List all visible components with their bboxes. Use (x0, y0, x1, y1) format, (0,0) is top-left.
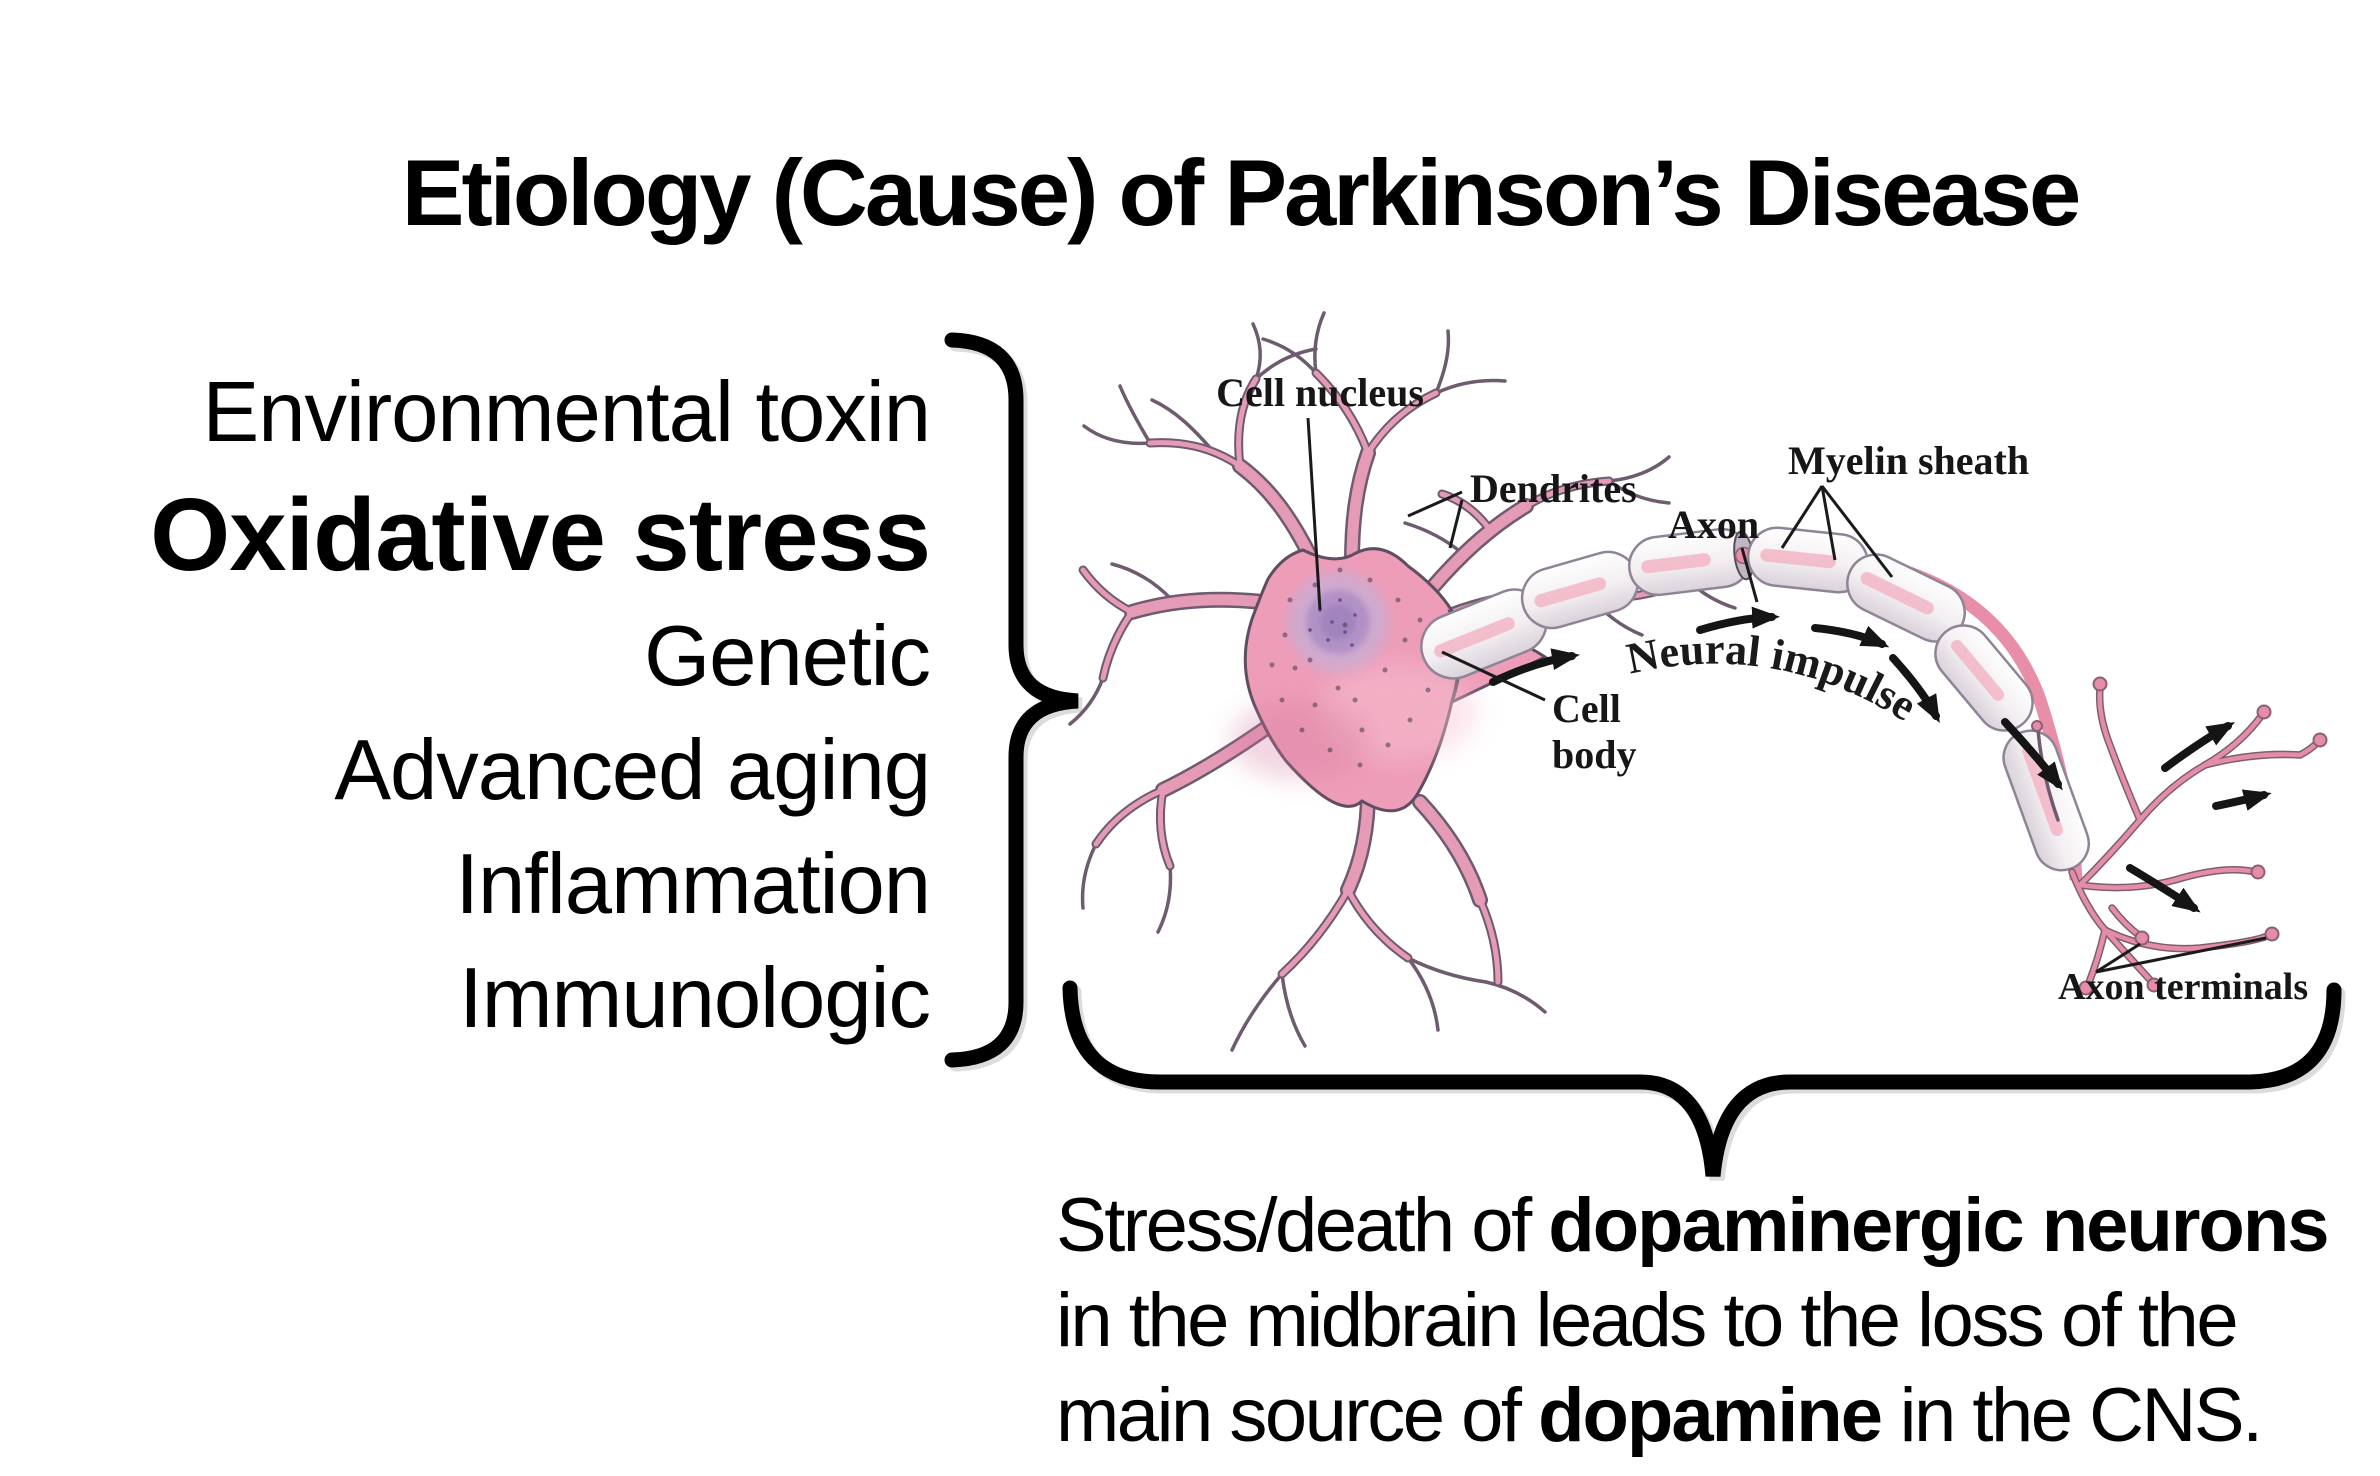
dendrites-label: Dendrites (1470, 466, 1637, 511)
caption-text: main source of (1056, 1373, 1539, 1458)
caption-text: in the midbrain leads to the loss of the (1056, 1278, 2239, 1363)
page-title: Etiology (Cause) of Parkinson’s Disease (401, 139, 2081, 245)
myelin-pointer-1 (1780, 485, 1824, 549)
cause-brace (944, 332, 1079, 1068)
axon-terminals-pointer-1 (2095, 942, 2141, 974)
impulse-arrows (1489, 606, 2272, 913)
dendrites-pointer-2 (1448, 499, 1464, 549)
myelin-sheath-label: Myelin sheath (1788, 438, 2030, 483)
terminal-bulbs (2031, 676, 2328, 996)
cause-oxidative-stress: Oxidative stress (150, 477, 931, 592)
cell-nucleus-label: Cell nucleus (1216, 370, 1424, 415)
axon-pointer (1740, 547, 1759, 603)
cell-nucleus-pointer (1306, 417, 1322, 611)
dendrites-pointer-1 (1407, 490, 1463, 518)
cause-genetic: Genetic (644, 609, 931, 704)
cause-inflammation: Inflammation (455, 837, 931, 932)
caption-bold-dopamine: dopamine (1538, 1373, 1883, 1458)
caption-line-2: in the midbrain leads to the loss of the (1056, 1273, 2380, 1368)
caption-text: Stress/death of (1056, 1183, 1549, 1268)
cause-environmental-toxin: Environmental toxin (202, 365, 932, 460)
pointer-lines (1306, 417, 2267, 974)
axon-terminals-pointer-2 (2095, 936, 2267, 974)
caption-text: in the CNS. (1881, 1373, 2264, 1458)
cell-body-label: Cell body (1552, 686, 1637, 777)
caption-bold-dopaminergic-neurons: dopaminergic neurons (1548, 1183, 2329, 1268)
cause-list: Environmental toxin Oxidative stress Gen… (0, 356, 932, 1056)
cause-immunologic: Immunologic (459, 951, 931, 1046)
cell-body-pointer (1441, 650, 1546, 702)
myelin-sheath-art (1420, 526, 2090, 872)
cell-nucleus-art (1288, 572, 1388, 672)
myelin-pointer-2 (1820, 485, 1837, 561)
cell-speckles (1269, 567, 1438, 768)
caption-line-1: Stress/death of dopaminergic neurons (1056, 1178, 2380, 1273)
cause-advanced-aging: Advanced aging (334, 723, 931, 818)
caption-line-3: main source of dopamine in the CNS. (1056, 1368, 2380, 1463)
myelin-pointer-3 (1820, 485, 1894, 578)
axon-label: Axon (1668, 502, 1760, 547)
neuron-brace (1062, 980, 2342, 1177)
caption: Stress/death of dopaminergic neurons in … (1056, 1178, 2380, 1463)
axon-terminals-label: Axon terminals (2058, 966, 2309, 1008)
cell-body-art (1230, 547, 1548, 813)
